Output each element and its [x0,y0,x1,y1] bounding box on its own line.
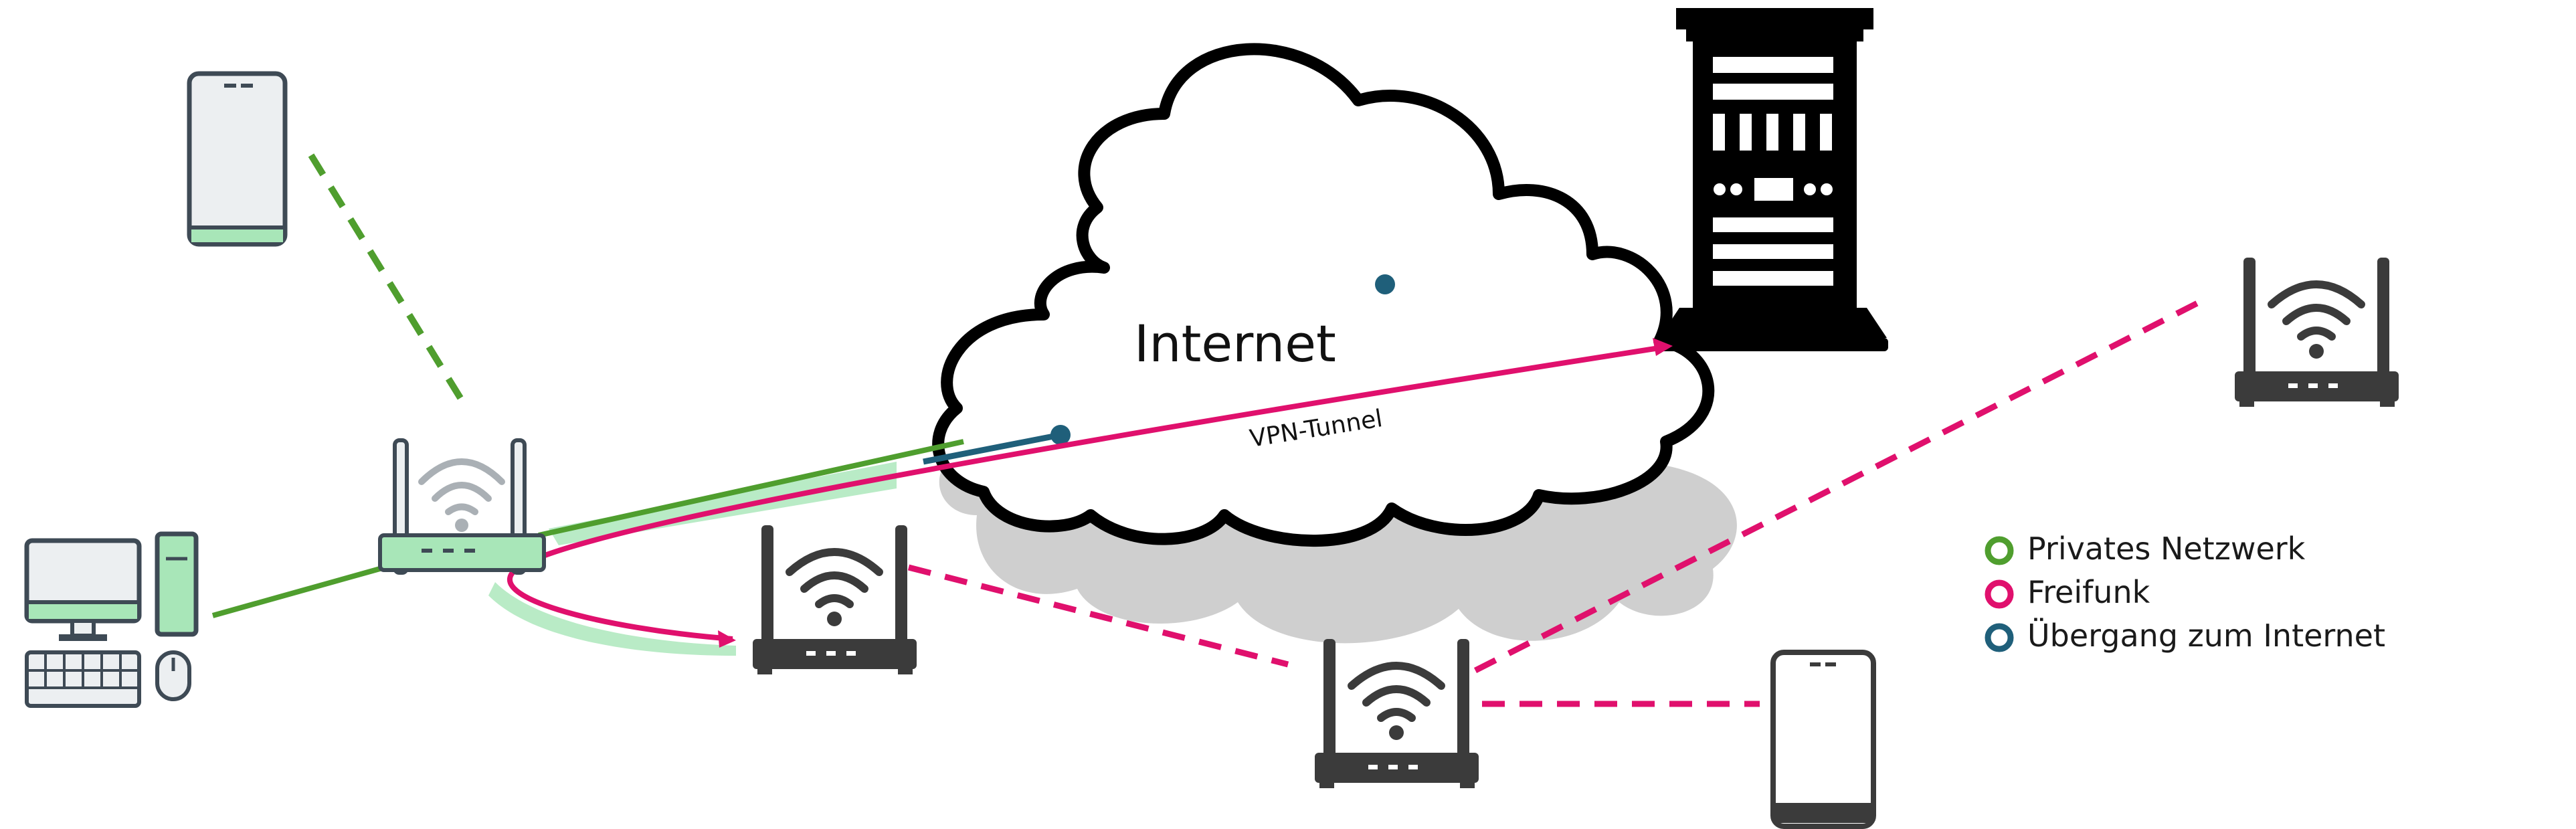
cloud-label: Internet [1134,314,1336,373]
private-link-upper [538,439,964,538]
wifi-router-icon [753,525,917,674]
private-link-desktop [211,565,386,618]
legend-marker [1985,623,2014,652]
uplink-link-lower [923,432,1061,465]
legend-label: Übergang zum Internet [2027,618,2385,654]
legend-item-uplink: Übergang zum Internet [1985,618,2385,654]
wifi-router-icon [378,438,546,575]
legend-marker [1985,579,2014,609]
private-link-phone [308,153,465,402]
legend-marker [1985,536,2014,565]
smartphone-icon [187,71,288,247]
smartphone-icon [1770,650,1876,829]
vpn-arrow-head-router [718,630,736,648]
cloud-shape [932,43,1715,547]
cloud-icon [932,43,1737,644]
legend: Privates Netzwerk Freifunk Übergang zum … [1985,531,2385,654]
legend-label: Privates Netzwerk [2027,531,2306,567]
legend-item-private: Privates Netzwerk [1985,531,2306,567]
uplink-node-lower [1050,425,1071,445]
legend-label: Freifunk [2027,574,2150,610]
wifi-router-icon [2235,258,2399,407]
server-rack-icon [1658,8,1888,351]
private-highlight-lower [488,582,736,656]
desktop-computer-icon [24,531,199,708]
vpn-tunnel-line [507,345,1660,642]
wifi-router-icon [1315,639,1479,788]
uplink-node [1375,274,1395,294]
freifunk-link-1 [907,564,1289,668]
vpn-arrow-head-server [1653,338,1673,356]
freifunk-link-2 [1473,294,2210,674]
private-highlight [549,462,897,545]
legend-item-freifunk: Freifunk [1985,574,2150,610]
